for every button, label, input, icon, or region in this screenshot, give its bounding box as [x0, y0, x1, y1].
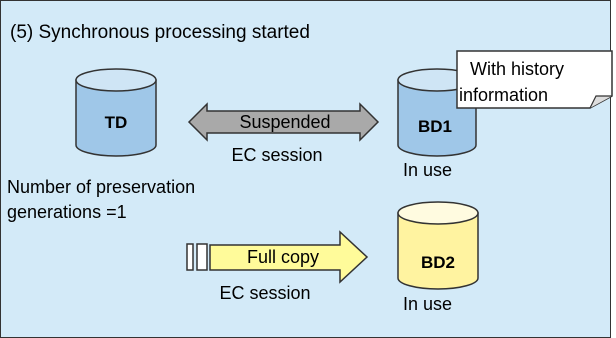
preservation-line2: generations =1 — [7, 202, 127, 222]
bd2-cylinder-top — [397, 201, 479, 225]
bd2-label: BD2 — [421, 253, 455, 272]
suspended-label: Suspended — [239, 112, 330, 132]
td-cylinder-body — [75, 79, 157, 157]
history-callout-line1: With history — [470, 59, 564, 79]
suspended-arrow-shape — [187, 102, 380, 142]
full-copy-ec-session-label: EC session — [219, 283, 310, 303]
suspended-arrow: Suspended — [187, 102, 380, 142]
history-callout-line2: information — [459, 85, 548, 105]
preservation-line1: Number of preservation — [7, 177, 195, 197]
bd2-cylinder-body — [397, 212, 479, 290]
full-copy-arrow-shape — [209, 230, 369, 284]
bd1-label: BD1 — [418, 117, 452, 136]
full-copy-label: Full copy — [247, 247, 319, 267]
bd2-status: In use — [403, 294, 452, 314]
td-label: TD — [105, 113, 128, 132]
bd1-status: In use — [403, 160, 452, 180]
full-copy-arrow: Full copy — [186, 230, 369, 284]
td-volume: TD — [75, 68, 157, 157]
full-copy-tail-bar-2 — [196, 243, 208, 271]
bd2-volume: BD2 — [397, 201, 479, 290]
diagram-title: (5) Synchronous processing started — [10, 22, 310, 43]
history-callout: With history information — [456, 50, 613, 109]
suspended-ec-session-label: EC session — [231, 145, 322, 165]
td-cylinder-top — [75, 68, 157, 92]
full-copy-tail-bar-1 — [186, 243, 194, 271]
history-callout-fold — [589, 95, 612, 109]
